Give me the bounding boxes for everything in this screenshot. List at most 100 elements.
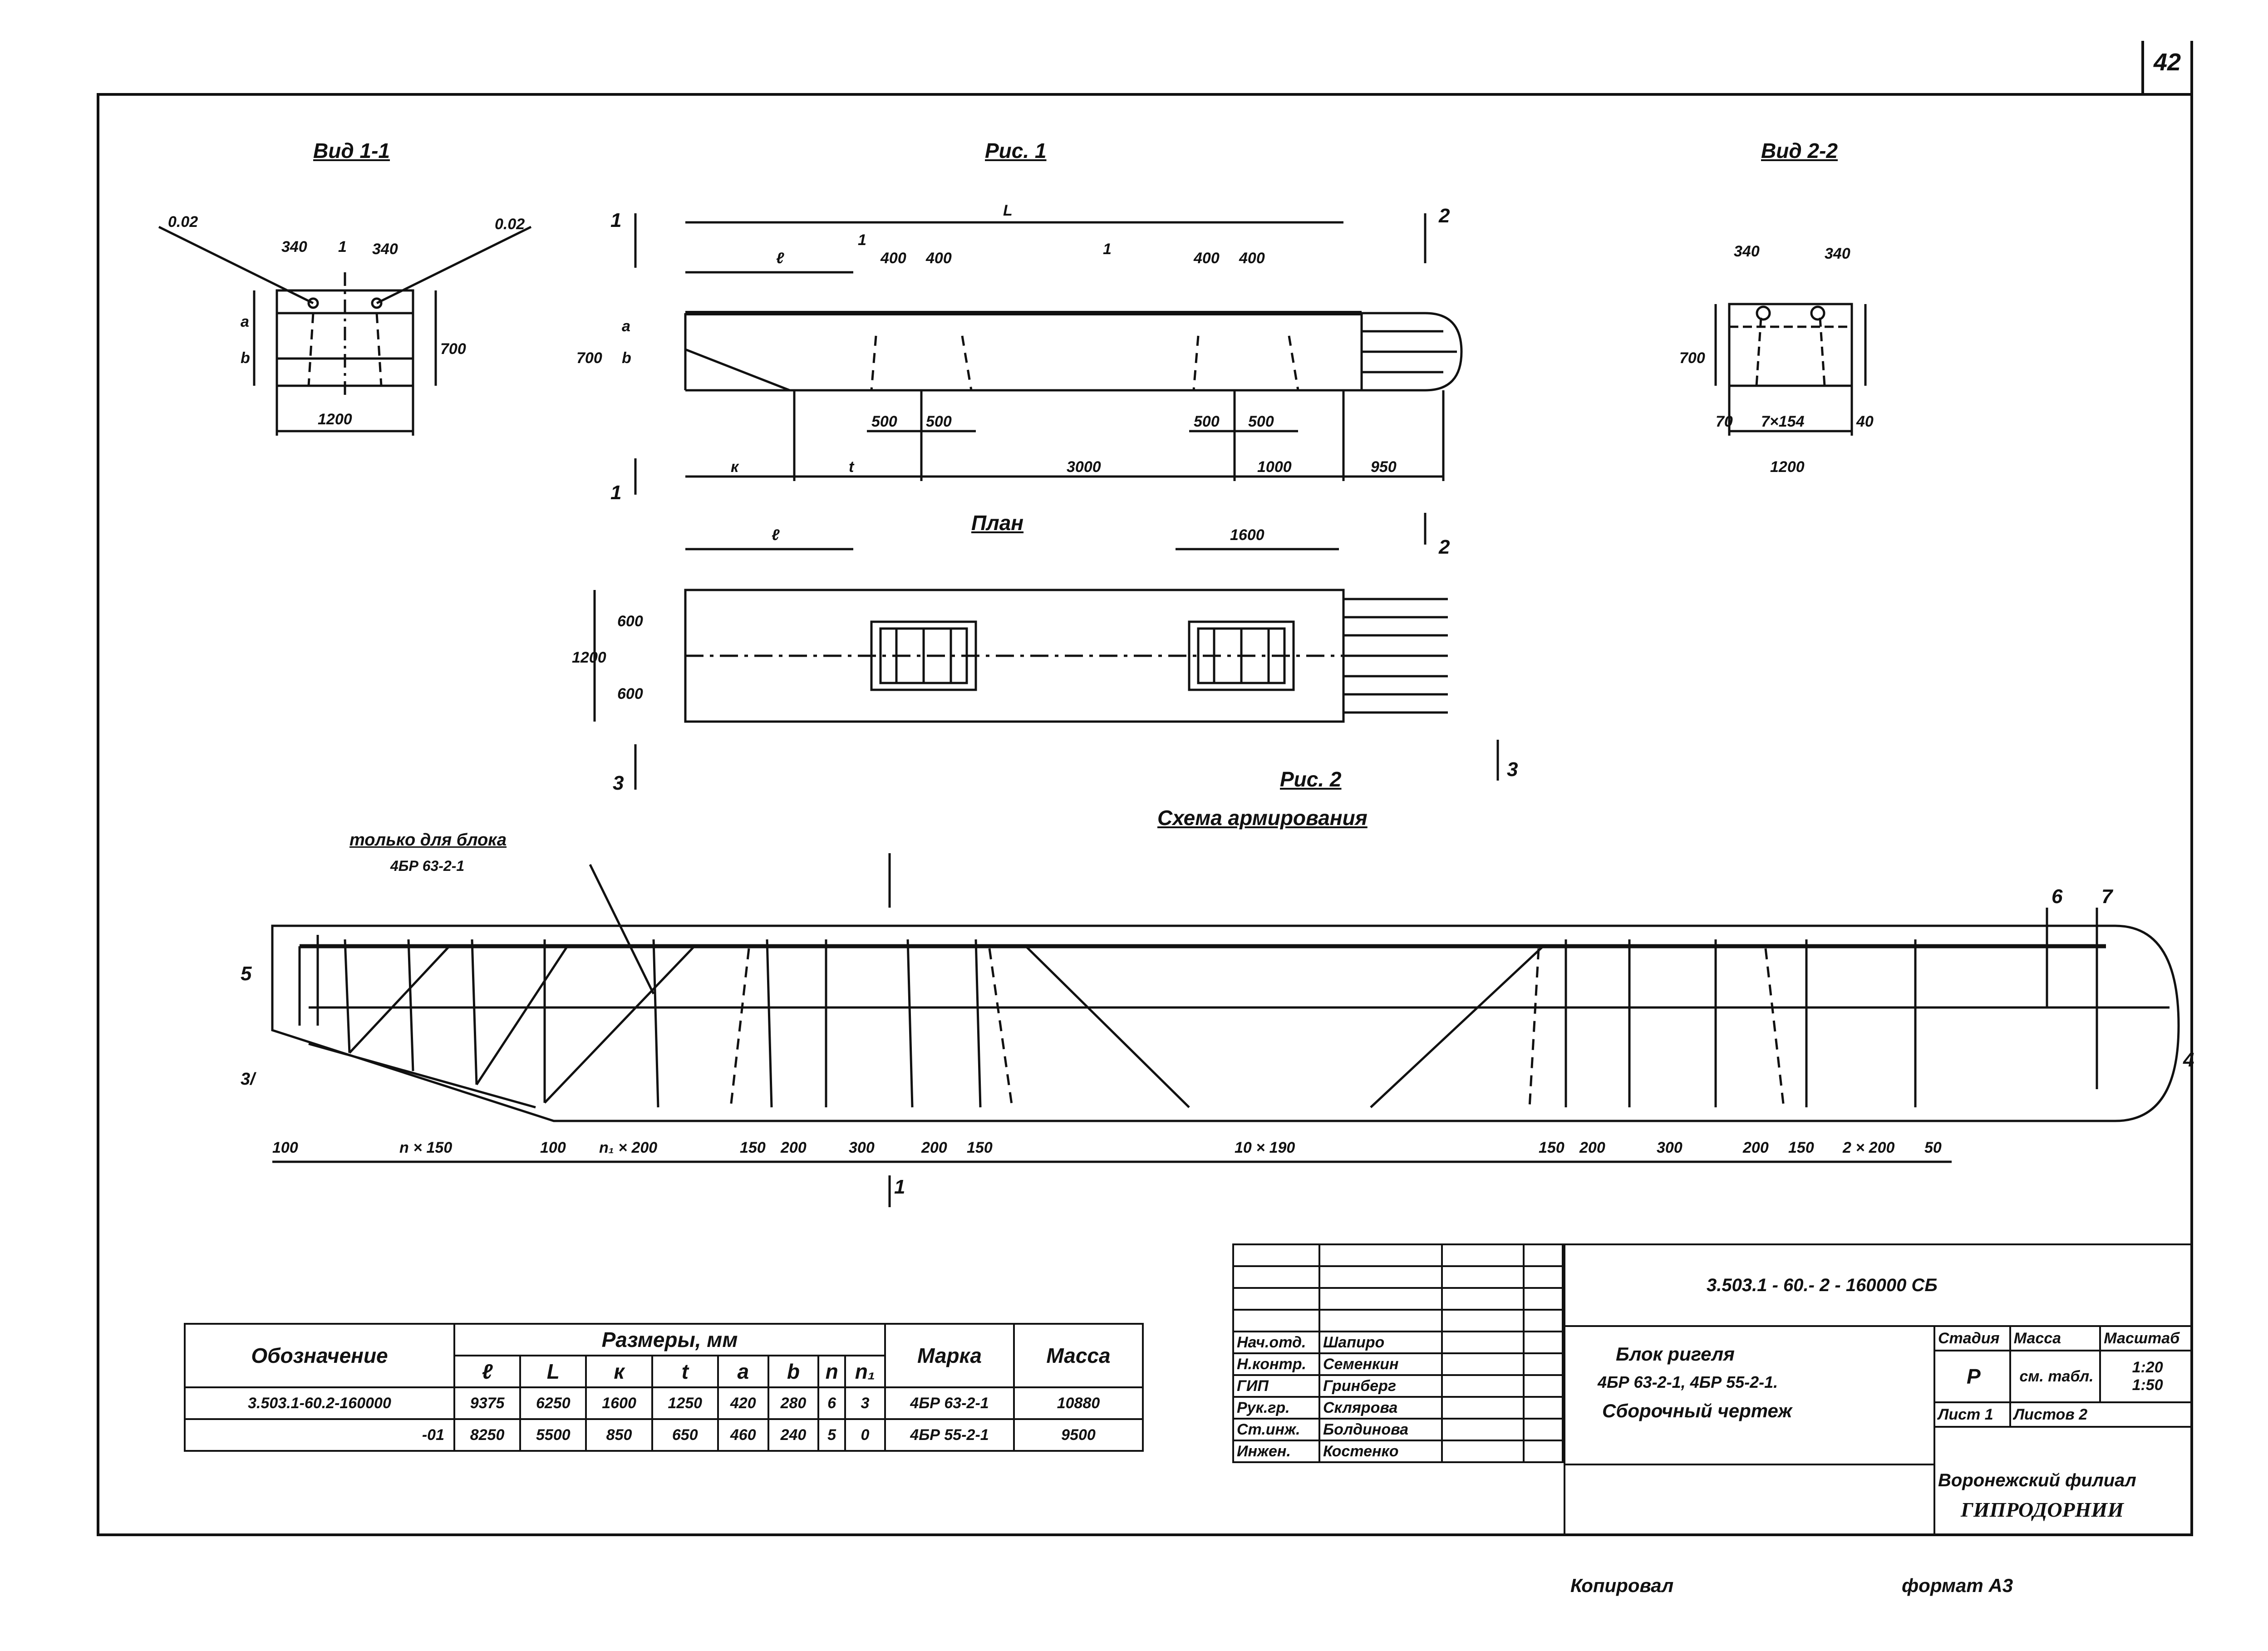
stamp-name1: Блок ригеля: [1616, 1343, 1735, 1365]
fig1-title: Рис. 1: [985, 139, 1047, 162]
stamp-mass: см. табл.: [2009, 1350, 2101, 1403]
plan-dim: 600: [617, 685, 643, 703]
stamp-name2: 4БР 63-2-1, 4БР 55-2-1.: [1598, 1373, 1778, 1391]
view22-dim: 1200: [1770, 458, 1805, 476]
spec-cell: 9500: [1013, 1418, 1144, 1452]
scheme-dim: 200: [1742, 1139, 1769, 1156]
view22-dim: 340: [1734, 243, 1760, 260]
stamp-row: Нач.отд.Шапиро: [1232, 1331, 1564, 1354]
sheet-border: [97, 93, 2193, 1536]
scheme-dim: n₁ × 200: [599, 1139, 657, 1156]
view22-dim: 70: [1716, 413, 1733, 430]
page-number: 42: [2154, 49, 2181, 76]
plan-dim: 1600: [1230, 526, 1264, 544]
view22-drawing: [1714, 303, 1867, 436]
stamp-scale: 1:20 1:50: [2099, 1350, 2193, 1403]
scheme-dim: 100: [272, 1139, 298, 1156]
fig1-dim: 400: [1193, 250, 1220, 267]
view22-dim: 340: [1825, 245, 1850, 262]
stamp-row: Ст.инж.Болдинова: [1232, 1418, 1564, 1441]
fig1-dim: b: [622, 349, 631, 367]
stamp-org2: ГИПРОДОРНИИ: [1961, 1498, 2124, 1521]
scheme-dim: 100: [540, 1139, 566, 1156]
view11-dim: b: [241, 349, 250, 367]
fig1-dim: 1: [858, 231, 866, 249]
spec-cell: 4БР 55-2-1: [884, 1418, 1015, 1452]
spec-cell: -01: [184, 1418, 455, 1452]
spec-col-mark: Марка: [884, 1323, 1015, 1388]
spec-cell: 4БР 63-2-1: [884, 1386, 1015, 1420]
stamp-row: Н.контр.Семенкин: [1232, 1352, 1564, 1376]
only-block-label: только для блока: [349, 830, 507, 850]
spec-sub: к: [585, 1355, 653, 1388]
spec-cell: 3: [844, 1386, 886, 1420]
fig1-cut: 1: [610, 482, 621, 504]
fig1-cut: 2: [1438, 536, 1450, 558]
stamp-col-divider: [1933, 1325, 1935, 1536]
plan-dim: ℓ: [772, 526, 780, 544]
scheme-dim: 150: [1539, 1139, 1564, 1156]
table-row: 3.503.1-60.2-160000 9375 6250 1600 1250 …: [184, 1386, 1144, 1420]
scheme-dim: 150: [967, 1139, 993, 1156]
view11-title: Вид 1-1: [313, 139, 390, 162]
fig1-dim: 400: [1239, 250, 1265, 267]
plan-dim: 600: [617, 613, 643, 630]
scheme-dim: 10 × 190: [1235, 1139, 1295, 1156]
spec-cell: 1250: [651, 1386, 719, 1420]
spec-cell: 6: [817, 1386, 846, 1420]
stamp-sheets: Листов 2: [2009, 1401, 2194, 1428]
stamp-role: Ст.инж.: [1232, 1418, 1320, 1441]
spec-sub: b: [767, 1355, 820, 1388]
stamp-stage-table: Стадия Масса Масштаб Р см. табл. 1:20 1:…: [1933, 1325, 2194, 1428]
fig1-dim: 950: [1371, 458, 1397, 476]
stamp-name: Костенко: [1318, 1440, 1443, 1463]
spec-cell: 0: [844, 1418, 886, 1452]
fig1-dim: 1: [1103, 241, 1112, 258]
spec-cell: 460: [717, 1418, 769, 1452]
spec-cell: 280: [767, 1386, 820, 1420]
page-number-box: [2141, 41, 2193, 93]
view11-dim: 340: [281, 238, 307, 256]
stamp-row: Инжен.Костенко: [1232, 1440, 1564, 1463]
fig1-dim: 400: [880, 250, 906, 267]
spec-cell: 3.503.1-60.2-160000: [184, 1386, 455, 1420]
spec-cell: 5: [817, 1418, 846, 1452]
spec-cell: 8250: [453, 1418, 521, 1452]
view22-dim: 700: [1679, 349, 1705, 367]
spec-sub: n₁: [844, 1355, 886, 1388]
stamp-name: Болдинова: [1318, 1418, 1443, 1441]
view11-dim: 340: [372, 241, 398, 258]
spec-cell: 850: [585, 1418, 653, 1452]
scheme-pos: 7: [2101, 885, 2114, 908]
scheme-dim: 2 × 200: [1842, 1139, 1894, 1156]
stamp-role: Нач.отд.: [1232, 1331, 1320, 1354]
spec-cell: 9375: [453, 1386, 521, 1420]
spec-col-mass: Масса: [1013, 1323, 1144, 1388]
stamp-scale-1: 1:20: [2132, 1359, 2163, 1376]
view11-dim: 1: [338, 238, 347, 256]
fig1-cut: 2: [1438, 205, 1450, 227]
scheme-pos: 3/: [241, 1070, 256, 1089]
spec-col-designation: Обозначение: [184, 1323, 455, 1388]
stamp-role: Инжен.: [1232, 1440, 1320, 1463]
fig1-dim: 1000: [1257, 458, 1292, 476]
scheme-dim: 300: [1657, 1139, 1683, 1156]
plan-dim: 1200: [572, 649, 606, 666]
stamp-name3: Сборочный чертеж: [1602, 1400, 1792, 1421]
view11-slope-right: 0.02: [495, 216, 525, 233]
fig1-dim: 400: [925, 250, 952, 267]
fig1-dim: t: [849, 458, 855, 476]
plan-cut: 3: [1507, 758, 1518, 781]
stamp-mid-divider: [1564, 1464, 1933, 1465]
scheme-dim: 200: [1579, 1139, 1605, 1156]
view11-drawing: [158, 226, 532, 436]
footer-copy: Копировал: [1570, 1575, 1674, 1596]
fig1-cut: 1: [610, 209, 621, 231]
fig2-title: Рис. 2: [1280, 767, 1342, 791]
spec-cell: 5500: [519, 1418, 587, 1452]
scheme-dim: 200: [921, 1139, 947, 1156]
view11-dim: 700: [440, 340, 466, 358]
view11-dim: a: [241, 313, 249, 330]
